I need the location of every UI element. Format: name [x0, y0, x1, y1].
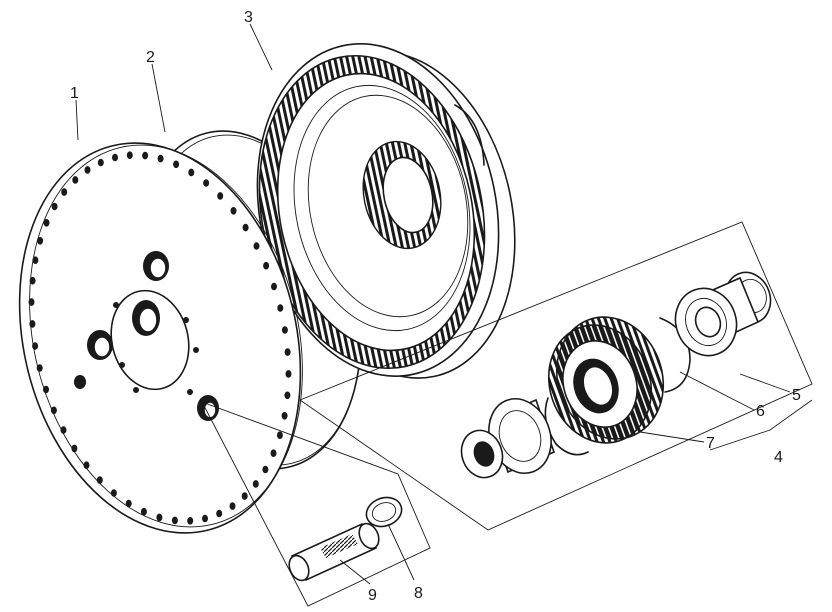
bolt-hole — [110, 489, 117, 497]
callout-2: 2 — [146, 49, 155, 66]
bolt-hole — [281, 412, 288, 420]
bolt-hole — [156, 513, 163, 522]
bolt-hole — [50, 406, 57, 415]
bolt-hole — [71, 444, 78, 453]
callout-3: 3 — [244, 9, 253, 26]
part-4-left-bearing — [460, 398, 555, 479]
bolt-hole — [187, 517, 194, 525]
bolt-hole — [61, 188, 68, 196]
bolt-hole — [72, 176, 79, 184]
callout-6: 6 — [756, 403, 765, 420]
bolt-hole — [242, 223, 249, 232]
callout-8: 8 — [414, 585, 423, 602]
callout-5: 5 — [792, 387, 801, 404]
bolt-hole — [277, 304, 284, 312]
bolt-hole — [43, 385, 49, 394]
bolt-hole — [28, 298, 35, 306]
bolt-hole — [230, 207, 237, 215]
part-6-circlip — [544, 317, 691, 456]
part-5-bearing — [674, 271, 772, 357]
bolt-hole — [284, 391, 291, 400]
callout-1: 1 — [70, 85, 79, 102]
callout-7: 7 — [706, 435, 715, 452]
bolt-hole — [83, 461, 90, 470]
bolt-hole — [285, 370, 292, 378]
bolt-hole — [51, 202, 58, 211]
bolt-hole — [142, 151, 149, 160]
bolt-hole — [188, 168, 195, 177]
bolt-hole — [36, 364, 43, 372]
callout-4: 4 — [774, 449, 783, 466]
bolt-hole — [60, 426, 67, 434]
bolt-hole — [229, 502, 236, 510]
part-7-gear — [547, 316, 665, 444]
bolt-hole — [126, 151, 133, 159]
leader-lines — [75, 23, 813, 585]
bolt-hole — [125, 499, 132, 508]
bolt-hole — [140, 507, 147, 516]
bolt-hole — [281, 326, 288, 334]
bolt-hole — [157, 154, 164, 163]
part-3-ring-gear — [256, 43, 516, 379]
bolt-hole — [171, 516, 178, 525]
bolt-hole — [203, 179, 210, 187]
bolt-hole — [37, 237, 44, 245]
bolt-hole — [112, 153, 118, 162]
callout-9: 9 — [368, 587, 377, 604]
bolt-hole — [96, 476, 103, 484]
assembly-frame-9 — [201, 401, 431, 607]
assembly-frame-4 — [299, 221, 813, 531]
bolt-hole — [271, 282, 277, 291]
bolt-hole — [262, 465, 269, 474]
bolt-hole — [284, 348, 291, 356]
bolt-hole — [29, 276, 36, 285]
bolt-hole — [252, 480, 259, 488]
bolt-hole — [276, 431, 283, 440]
bolt-hole — [263, 261, 270, 270]
bolt-hole — [29, 320, 36, 328]
part-9-pin — [288, 522, 380, 582]
bolt-hole — [217, 192, 224, 200]
bolt-hole — [84, 166, 91, 174]
bolt-holes — [28, 151, 292, 525]
bolt-hole — [43, 219, 50, 227]
bolt-hole — [32, 256, 39, 265]
bolt-hole — [202, 514, 208, 523]
bolt-hole — [32, 342, 39, 350]
part-1-flywheel-plate — [18, 142, 303, 534]
bolt-hole — [173, 160, 180, 169]
bolt-hole — [253, 242, 260, 250]
bolt-hole — [241, 492, 248, 500]
bolt-hole — [97, 158, 104, 167]
bolt-hole — [216, 509, 223, 518]
bolt-hole — [270, 449, 277, 458]
